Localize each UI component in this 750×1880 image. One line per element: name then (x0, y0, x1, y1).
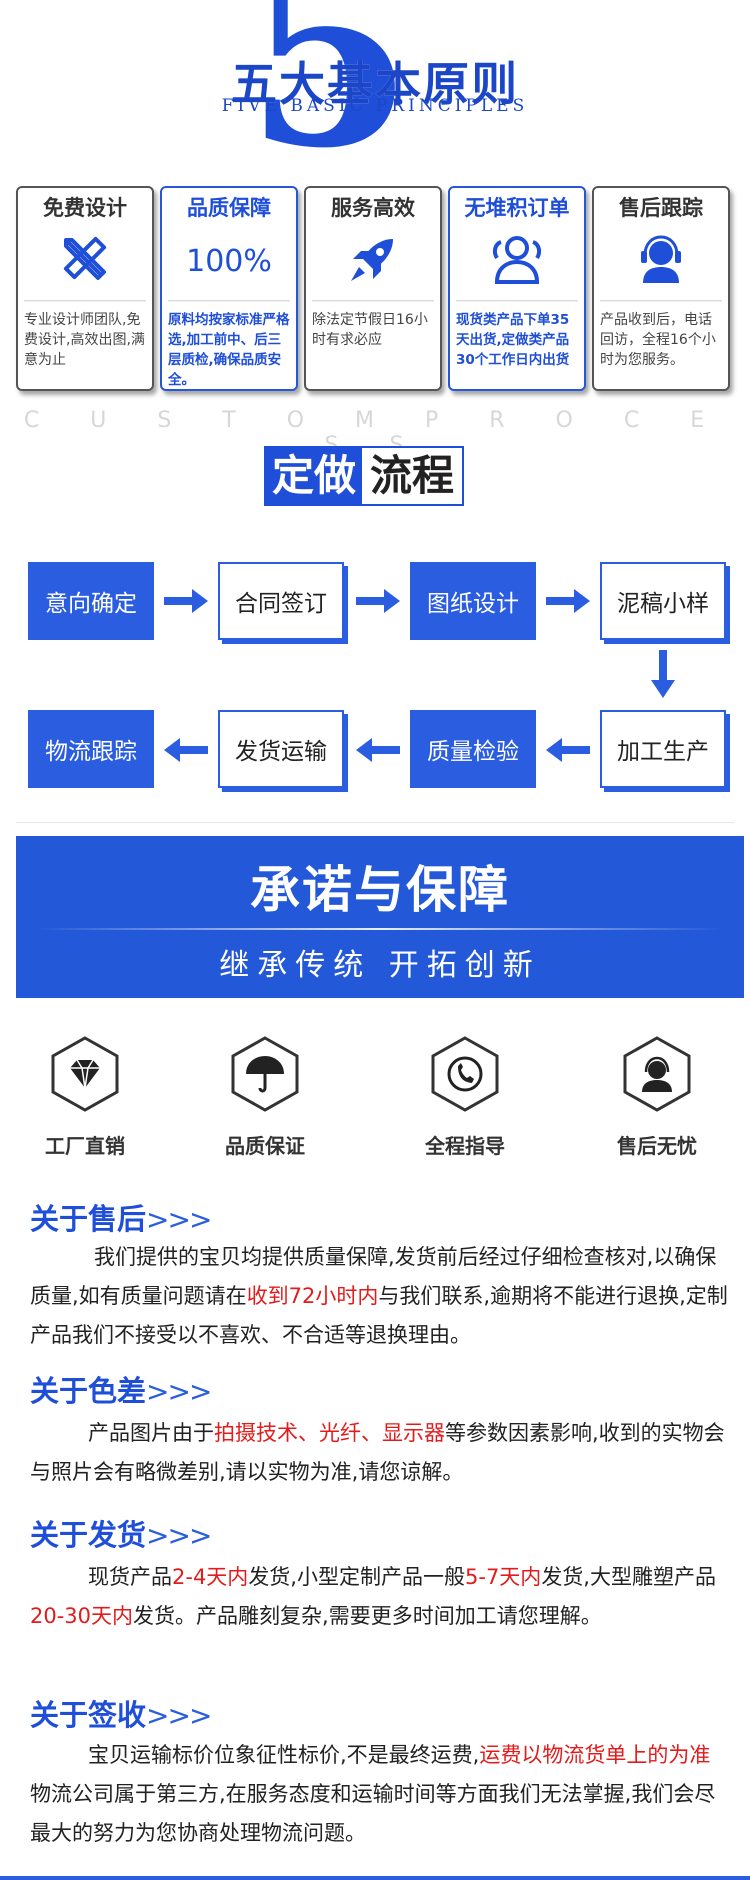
card-title: 服务高效 (331, 196, 415, 220)
card-title: 品质保障 (187, 196, 271, 220)
section-heading-shipping: 关于发货>>> (30, 1518, 212, 1552)
support-agent-icon (622, 1036, 692, 1112)
principle-card-free-design: 免费设计 专业设计师团队,免费设计,高效出图,满意为止 (16, 186, 154, 391)
header: 5 五大基本原则 FIVE BASIC PRINCIPLES (0, 0, 750, 180)
umbrella-icon (230, 1036, 300, 1112)
phone-icon (430, 1036, 500, 1112)
diamond-icon (50, 1036, 120, 1112)
section-heading-color: 关于色差>>> (30, 1374, 212, 1408)
principle-card-quality: 品质保障 100% 原料均按家标准严格选,加工前中、后三层质检,确保品质安全。 (160, 186, 298, 391)
section-text-receipt: 宝贝运输标价位象征性标价,不是最终运费,运费以物流货单上的为准物流公司属于第三方… (30, 1743, 716, 1845)
big-numeral: 5 (246, 0, 413, 201)
chevron-icon: >>> (146, 1699, 212, 1732)
guarantee-quality: 品质保证 (180, 1036, 350, 1159)
process-title: 定做 流程 (264, 446, 465, 506)
arrow-left-icon (546, 738, 590, 762)
principle-cards: 免费设计 专业设计师团队,免费设计,高效出图,满意为止 品质保障 100% 原料… (16, 186, 736, 396)
guarantee-label: 品质保证 (225, 1134, 305, 1158)
process-title-b: 流程 (362, 448, 463, 504)
arrow-left-icon (356, 738, 400, 762)
chevron-icon: >>> (146, 1203, 212, 1236)
chevron-icon: >>> (146, 1375, 212, 1408)
process-step-6: 质量检验 (410, 710, 536, 788)
process-step-3: 图纸设计 (410, 562, 536, 640)
arrow-down-icon (651, 650, 675, 698)
section-text-color: 产品图片由于拍摄技术、光纤、显示器等参数因素影响,收到的实物会与照片会有略微差别… (30, 1421, 725, 1484)
section-heading-after-sale: 关于售后>>> (30, 1202, 212, 1236)
banner-divider (36, 928, 724, 930)
process-title-a: 定做 (266, 448, 363, 504)
principle-card-efficient: 服务高效 除法定节假日16小时有求必应 (304, 186, 442, 391)
process-step-7: 发货运输 (218, 710, 344, 788)
arrow-right-icon (356, 589, 400, 613)
card-desc: 原料均按家标准严格选,加工前中、后三层质检,确保品质安全。 (168, 312, 290, 388)
headset-icon (633, 231, 689, 291)
process-step-2: 合同签订 (218, 562, 344, 640)
rocket-icon (345, 231, 401, 291)
banner-subtitle: 继承传统 开拓创新 (219, 948, 541, 983)
process-step-5: 加工生产 (600, 710, 726, 788)
page-subtitle: FIVE BASIC PRINCIPLES (221, 96, 529, 116)
process-step-8: 物流跟踪 (28, 710, 154, 788)
divider (16, 822, 734, 823)
arrow-left-icon (164, 738, 208, 762)
card-title: 免费设计 (43, 196, 127, 220)
guarantee-after-sale: 售后无忧 (572, 1036, 742, 1159)
guarantee-label: 全程指导 (425, 1134, 505, 1158)
chevron-icon: >>> (146, 1519, 212, 1552)
card-desc: 现货类产品下单35天出货,定做类产品30个工作日内出货 (456, 312, 570, 368)
page-title: 五大基本原则 (231, 57, 519, 111)
section-text-shipping: 现货产品2-4天内发货,小型定制产品一般5-7天内发货,大型雕塑产品20-30天… (30, 1565, 716, 1628)
guarantee-factory: 工厂直销 (0, 1036, 170, 1159)
section-text-after-sale: 我们提供的宝贝均提供质量保障,发货前后经过仔细检查核对,以确保质量,如有质量问题… (30, 1245, 728, 1347)
card-desc: 产品收到后，电话回访，全程16个小时为您服务。 (600, 312, 716, 368)
arrow-right-icon (546, 589, 590, 613)
card-desc: 专业设计师团队,免费设计,高效出图,满意为止 (24, 312, 145, 368)
pencil-ruler-icon (58, 232, 112, 290)
principle-card-after-sale: 售后跟踪 产品收到后，电话回访，全程16个小时为您服务。 (592, 186, 730, 391)
process-step-4: 泥稿小样 (600, 562, 726, 640)
promise-banner: 承诺与保障 继承传统 开拓创新 (16, 836, 744, 998)
percent-text: 100% (186, 243, 272, 279)
section-heading-receipt: 关于签收>>> (30, 1698, 212, 1732)
arrow-right-icon (164, 589, 208, 613)
process-step-1: 意向确定 (28, 562, 154, 640)
bottom-border (0, 1876, 750, 1880)
banner-title: 承诺与保障 (250, 861, 510, 919)
card-title: 无堆积订单 (464, 196, 570, 220)
guarantee-guidance: 全程指导 (380, 1036, 550, 1159)
card-title: 售后跟踪 (619, 196, 703, 220)
guarantee-label: 售后无忧 (617, 1134, 697, 1158)
card-desc: 除法定节假日16小时有求必应 (312, 312, 428, 348)
guarantee-label: 工厂直销 (45, 1134, 125, 1158)
principle-card-no-backlog: 无堆积订单 现货类产品下单35天出货,定做类产品30个工作日内出货 (448, 186, 586, 391)
team-icon (487, 232, 547, 290)
